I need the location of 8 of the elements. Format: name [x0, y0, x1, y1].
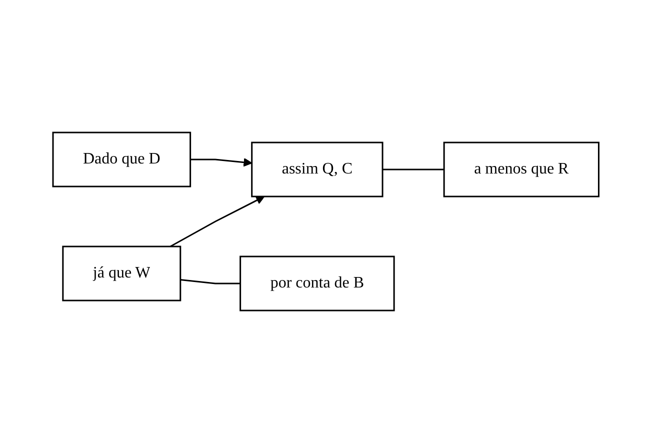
node-box: a menos que R — [442, 142, 600, 198]
connector — [382, 168, 444, 170]
connector — [180, 279, 240, 284]
node-box: Dado que D — [52, 132, 191, 188]
arrow — [190, 158, 252, 167]
node-box: assim Q, C — [250, 142, 383, 198]
arrow — [170, 196, 264, 248]
node-box: por conta de B — [239, 256, 394, 312]
